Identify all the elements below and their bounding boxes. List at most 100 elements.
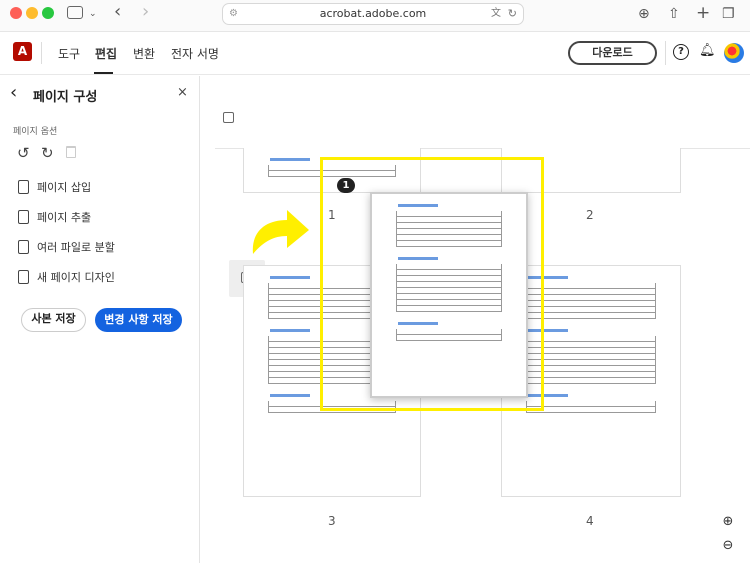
- avatar[interactable]: [724, 43, 744, 63]
- thumb-table-row: [526, 313, 656, 319]
- item-label: 새 페이지 디자인: [37, 271, 115, 284]
- thumb-heading-mark: [270, 276, 310, 279]
- item-label: 페이지 삽입: [37, 181, 92, 194]
- save-copy-button[interactable]: 사본 저장: [21, 308, 86, 332]
- thumb-table-row: [396, 241, 502, 247]
- page-thumbnail-4[interactable]: [501, 265, 681, 497]
- chevron-down-icon[interactable]: ⌄: [89, 9, 97, 19]
- thumb-table-row: [526, 401, 656, 407]
- new-tab-icon[interactable]: +: [696, 3, 711, 23]
- section-label: 페이지 옵션: [13, 127, 58, 137]
- extract-page-item[interactable]: 페이지 추출: [18, 209, 91, 225]
- thumb-table-row: [396, 329, 502, 335]
- page-number: 1: [328, 208, 336, 222]
- delete-icon[interactable]: [66, 146, 76, 158]
- acrobat-logo[interactable]: A: [13, 42, 32, 61]
- nav-edit[interactable]: 편집: [95, 47, 118, 61]
- thumb-table-row: [396, 235, 502, 241]
- download-button[interactable]: 다운로드: [568, 41, 657, 65]
- thumb-heading-mark: [270, 329, 310, 332]
- app-header: A 도구 편집 변환 전자 서명 다운로드 ? 🔔︎: [0, 33, 750, 75]
- item-label: 페이지 추출: [37, 211, 92, 224]
- thumb-table-row: [396, 223, 502, 229]
- page-canvas: 1 2 3 4 1 ⊕ ⊖: [201, 76, 750, 563]
- page-number: 4: [586, 514, 594, 528]
- thumb-table-row: [396, 276, 502, 282]
- page-thumbnail-2[interactable]: [501, 148, 681, 193]
- thumb-table-row: [396, 306, 502, 312]
- divider: [215, 148, 750, 149]
- thumb-table-row: [396, 288, 502, 294]
- share-icon[interactable]: ⇧: [668, 6, 680, 22]
- insert-page-item[interactable]: 페이지 삽입: [18, 179, 91, 195]
- page-number: 2: [586, 208, 594, 222]
- download-icon[interactable]: ⊕: [638, 6, 650, 22]
- thumb-table-row: [268, 165, 396, 171]
- forward-icon[interactable]: ›: [142, 1, 150, 22]
- thumb-table-row: [268, 401, 396, 407]
- url-text: acrobat.adobe.com: [319, 7, 427, 20]
- thumb-heading-mark: [528, 329, 568, 332]
- dragged-page[interactable]: [370, 192, 528, 398]
- thumb-heading-mark: [398, 322, 438, 325]
- back-icon[interactable]: ‹: [114, 1, 122, 22]
- thumb-heading-mark: [398, 204, 438, 207]
- thumb-heading-mark: [398, 257, 438, 260]
- active-tab-indicator: [94, 72, 113, 74]
- page-number: 3: [328, 514, 336, 528]
- thumb-table-row: [526, 407, 656, 413]
- nav-e-sign[interactable]: 전자 서명: [171, 47, 219, 61]
- page-design-icon: [18, 270, 29, 284]
- insert-page-icon: [18, 180, 29, 194]
- thumb-heading-mark: [528, 276, 568, 279]
- translate-icon[interactable]: 文: [491, 8, 501, 19]
- drag-count-badge: 1: [337, 178, 355, 193]
- drag-highlight: [320, 157, 544, 411]
- thumb-table-row: [396, 270, 502, 276]
- help-icon[interactable]: ?: [673, 44, 689, 60]
- reload-icon[interactable]: ↻: [507, 7, 517, 20]
- thumb-table-row: [396, 211, 502, 217]
- save-changes-button[interactable]: 변경 사항 저장: [95, 308, 182, 332]
- divider: [41, 42, 42, 64]
- thumb-table-row: [396, 229, 502, 235]
- thumb-table-row: [396, 264, 502, 270]
- thumb-table-row: [396, 335, 502, 341]
- thumb-table-row: [526, 378, 656, 384]
- design-new-page-item[interactable]: 새 페이지 디자인: [18, 269, 115, 285]
- thumb-heading-mark: [270, 394, 310, 397]
- thumb-table-row: [268, 171, 396, 177]
- rotate-left-icon[interactable]: ↺: [17, 144, 30, 162]
- thumb-heading-mark: [528, 394, 568, 397]
- split-files-item[interactable]: 여러 파일로 분할: [18, 239, 115, 255]
- address-bar[interactable]: ⚙ acrobat.adobe.com 文 ↻: [222, 3, 524, 25]
- rotate-right-icon[interactable]: ↻: [41, 144, 54, 162]
- bell-icon[interactable]: 🔔︎: [699, 43, 716, 58]
- move-arrow-icon: [252, 210, 309, 254]
- split-file-icon: [18, 240, 29, 254]
- nav-convert[interactable]: 변환: [133, 47, 156, 61]
- sidebar-toggle-icon[interactable]: [67, 6, 83, 19]
- zoom-in-icon[interactable]: ⊕: [722, 514, 734, 529]
- close-icon[interactable]: ×: [177, 85, 188, 100]
- tab-overview-icon[interactable]: ❐: [722, 6, 735, 22]
- thumb-table-row: [396, 217, 502, 223]
- zoom-out-icon[interactable]: ⊖: [722, 538, 734, 553]
- page-thumbnail-1[interactable]: [243, 148, 421, 193]
- thumb-table-row: [396, 294, 502, 300]
- divider: [665, 41, 666, 65]
- thumb-table-row: [396, 282, 502, 288]
- nav-tools[interactable]: 도구: [58, 47, 81, 61]
- item-label: 여러 파일로 분할: [37, 241, 115, 254]
- page-settings-icon[interactable]: ⚙: [229, 8, 238, 19]
- logo-letter: A: [17, 44, 28, 58]
- back-icon[interactable]: ‹: [10, 82, 18, 103]
- select-all-checkbox[interactable]: [223, 112, 234, 123]
- minimize-window-button[interactable]: [26, 7, 38, 19]
- extract-page-icon: [18, 210, 29, 224]
- maximize-window-button[interactable]: [42, 7, 54, 19]
- thumb-table-row: [396, 300, 502, 306]
- browser-toolbar: ⌄ ‹ › ⚙ acrobat.adobe.com 文 ↻ ⊕ ⇧ + ❐: [0, 0, 750, 32]
- organize-pages-panel: ‹ 페이지 구성 × 페이지 옵션 ↺ ↻ 페이지 삽입 페이지 추출 여러 파…: [0, 76, 200, 563]
- close-window-button[interactable]: [10, 7, 22, 19]
